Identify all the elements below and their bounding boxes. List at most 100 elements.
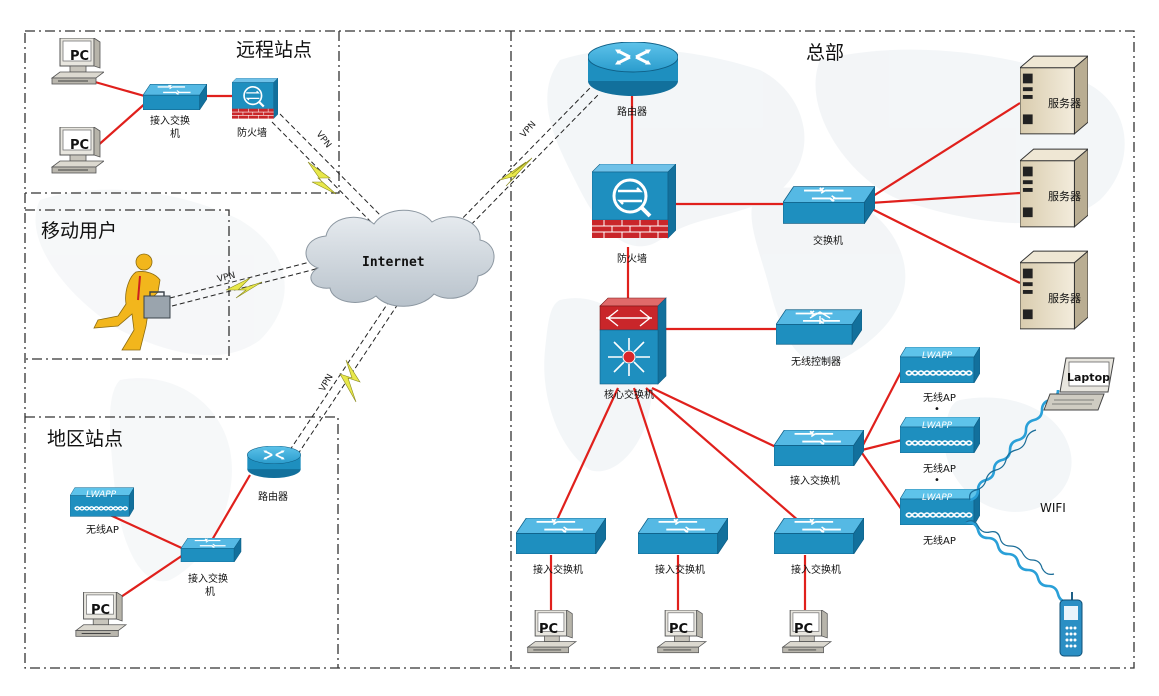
vpn-bolt-mobile (225, 277, 263, 299)
regional-router: 路由器 (246, 446, 302, 503)
internet-cloud: Internet (305, 209, 495, 307)
hq-access-switch-1: 接入交换机 (516, 518, 606, 576)
hq-ap-1-dot: • (934, 404, 940, 415)
hq-access-switch-3-label: 接入交换机 (791, 563, 841, 576)
link-hq-core-access1 (555, 387, 619, 523)
hq-ap-2-logo: LWAPP (922, 421, 953, 431)
regional-ap-logo: LWAPP (86, 490, 117, 500)
link-hq-access-ap1 (861, 369, 903, 448)
hq-pc-1: PC (527, 610, 577, 654)
hq-access-switch-2: 接入交换机 (638, 518, 728, 576)
regional-pc: PC (75, 592, 127, 637)
hq-server-3: 服务器 (1020, 250, 1088, 330)
link-hq-switch-server2 (869, 191, 1021, 205)
hq-ap-1: LWAPP 无线AP • (900, 347, 980, 415)
link-hq-access-ap2 (861, 438, 903, 452)
hq-pc-1-label: PC (539, 622, 558, 637)
remote-pc-2-label: PC (70, 138, 89, 153)
hq-switch-label: 交换机 (813, 234, 843, 247)
internet-label: Internet (362, 255, 425, 270)
wifi-links (965, 389, 1069, 604)
hq-core-switch-label: 核心交换机 (604, 388, 654, 401)
link-hq-core-access (651, 387, 779, 449)
remote-pc-2: PC (51, 127, 104, 174)
wifi-label: WIFI (1040, 501, 1066, 515)
mobile-users-border (25, 209, 230, 360)
regional-site-title: 地区站点 (47, 428, 123, 450)
hq-ap-1-logo: LWAPP (922, 351, 953, 361)
hq-server-1: 服务器 (1020, 55, 1088, 135)
regional-site-border (25, 416, 339, 668)
region-borders (24, 30, 1135, 669)
remote-access-switch: 接入交换 机 (143, 84, 207, 140)
hq-server-2-label: 服务器 (1048, 190, 1081, 203)
vpn-tunnel-remote: VPN (271, 113, 387, 230)
vpn-bolt-remote (307, 161, 337, 195)
hq-core-switch: 核心交换机 (599, 297, 667, 401)
hq-laptop: Laptop (1043, 357, 1115, 411)
hq-server-3-label: 服务器 (1048, 292, 1081, 305)
link-hq-access-ap3 (861, 452, 903, 511)
remote-switch-label-1: 接入交换 (150, 114, 190, 127)
mobile-user-briefcase (143, 295, 171, 319)
vpn-label-regional: VPN (318, 373, 336, 394)
vpn-label-mobile: VPN (216, 271, 236, 285)
hq-server-1-label: 服务器 (1048, 97, 1081, 110)
hq-firewall: 防火墙 (592, 164, 676, 265)
hq-pc-3: PC (782, 610, 832, 654)
hq-firewall-label: 防火墙 (617, 252, 647, 265)
vpn-bolt-hq (499, 157, 533, 187)
hq-access-switch-2-label: 接入交换机 (655, 563, 705, 576)
regional-ap-label: 无线AP (86, 523, 119, 536)
vpn-tunnel-mobile: VPN (169, 261, 313, 307)
hq-wlc-label: 无线控制器 (791, 355, 841, 368)
vpn-bolt-regional (339, 359, 361, 403)
regional-switch-label-1: 接入交换 (188, 572, 228, 585)
hq-router: 路由器 (588, 42, 678, 118)
hq-pc-2-label: PC (669, 622, 688, 637)
link-regional-pc-switch (111, 552, 187, 604)
wifi-wave-phone (965, 520, 1069, 604)
hq-access-switch-3: 接入交换机 (774, 518, 864, 576)
hq-laptop-label: Laptop (1067, 371, 1110, 384)
hq-access-switch-1-label: 接入交换机 (533, 563, 583, 576)
link-hq-core-access3 (645, 387, 801, 523)
link-regional-router-switch (211, 474, 251, 541)
outer-border (24, 30, 1135, 669)
regional-ap: LWAPP 无线AP (70, 487, 134, 536)
remote-firewall: 防火墙 (232, 78, 278, 139)
hq-ap-2-label: 无线AP (923, 462, 956, 475)
mobile-users-title: 移动用户 (41, 220, 117, 242)
link-hq-core-access2 (632, 387, 680, 523)
remote-pc-1: PC (51, 38, 104, 85)
hq-pc-3-label: PC (794, 622, 813, 637)
mobile-user-figure (93, 253, 171, 351)
remote-switch-label-2: 机 (170, 127, 180, 140)
link-hq-switch-server3 (869, 207, 1021, 284)
vpn-label-hq: VPN (519, 120, 539, 140)
headquarters-title: 总部 (806, 42, 844, 64)
wifi-wave-laptop (969, 389, 1060, 502)
hq-ap-2: LWAPP 无线AP • (900, 417, 980, 486)
remote-site-title: 远程站点 (236, 39, 312, 61)
remote-pc-1-label: PC (70, 49, 89, 64)
hq-access-switch-center: 接入交换机 (774, 430, 864, 487)
hq-ap-2-dot: • (934, 475, 940, 486)
regional-router-label: 路由器 (258, 490, 288, 503)
link-remote-pc2-switch (94, 100, 149, 149)
hq-phone-icon (1059, 592, 1083, 657)
network-links (94, 80, 1021, 612)
hq-ap-3-label: 无线AP (923, 534, 956, 547)
hq-pc-2: PC (657, 610, 707, 654)
hq-router-label: 路由器 (617, 105, 647, 118)
hq-switch: 交换机 (783, 186, 875, 247)
hq-ap-3: LWAPP 无线AP (900, 489, 980, 547)
vpn-label-remote: VPN (314, 130, 333, 151)
link-hq-switch-server1 (869, 102, 1021, 199)
remote-site-border (25, 31, 340, 194)
link-remote-pc1-switch (94, 80, 149, 99)
link-regional-ap-switch (109, 514, 187, 551)
vpn-tunnel-regional: VPN (289, 299, 399, 455)
hq-server-2: 服务器 (1020, 148, 1088, 228)
